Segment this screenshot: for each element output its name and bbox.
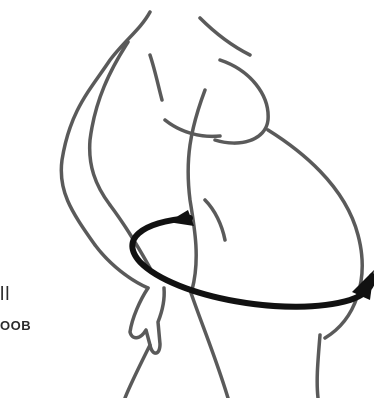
neck-outline <box>200 18 250 55</box>
arm-outline <box>61 12 150 245</box>
bust-outline <box>215 60 268 143</box>
belly-circumference-icon <box>132 210 374 307</box>
waist-crease <box>205 200 225 240</box>
thigh-outline <box>190 290 228 398</box>
top-strap-outline <box>150 55 162 100</box>
front-leg-outline <box>317 335 320 398</box>
body-outline <box>61 12 362 398</box>
back-leg-outline <box>125 345 150 398</box>
arm-inner-outline <box>90 42 128 205</box>
cropped-label-line-1: ll <box>0 284 10 306</box>
measuring-arrow <box>132 218 372 307</box>
cropped-label-line-2: OOB <box>0 318 31 333</box>
back-outline <box>188 90 205 290</box>
forearm-inner-outline <box>110 205 150 268</box>
hand-outline <box>130 288 164 353</box>
